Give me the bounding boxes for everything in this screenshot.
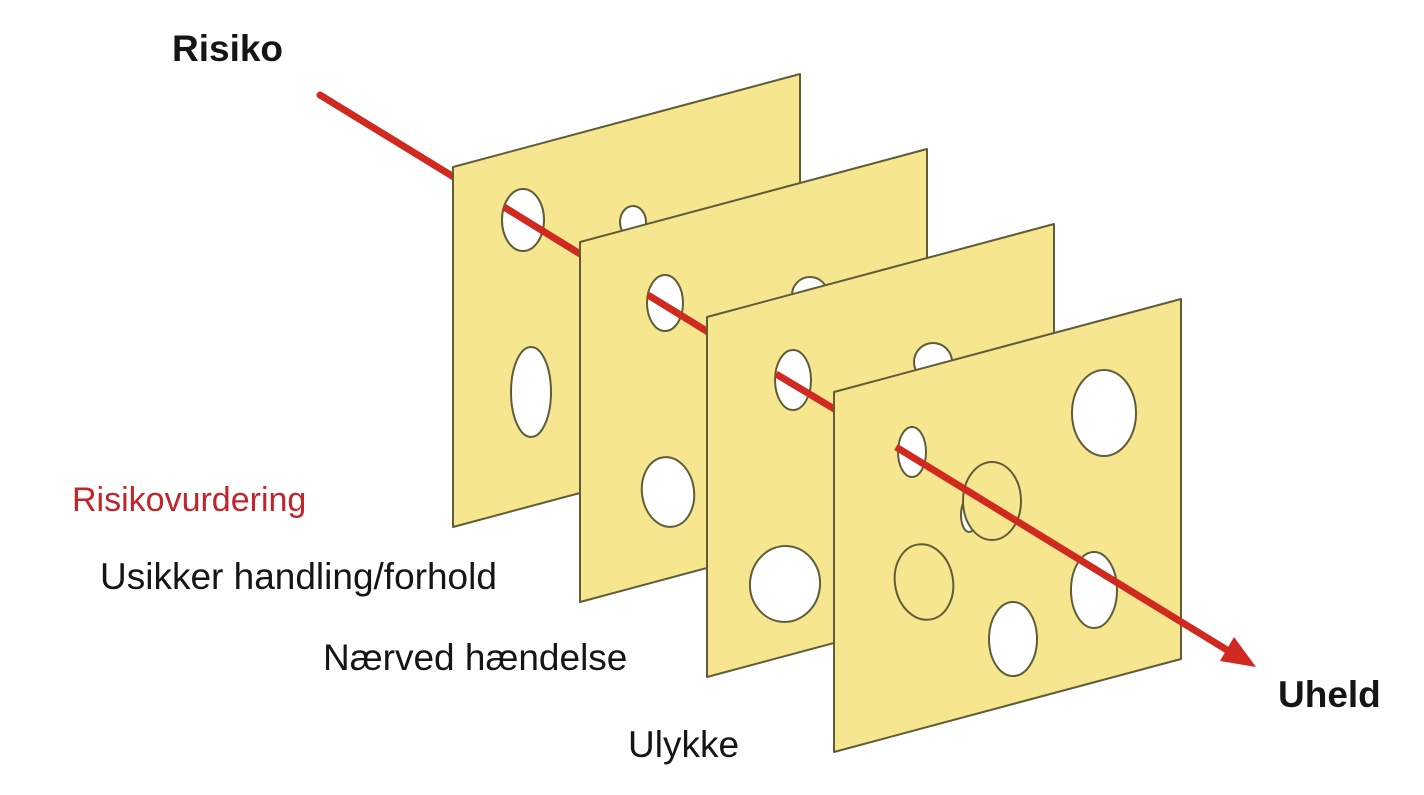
cheese-hole bbox=[1071, 369, 1137, 457]
risk-arrow-segment bbox=[502, 204, 587, 260]
risk-arrow-segment-start bbox=[316, 91, 461, 183]
cheese-hole bbox=[774, 349, 812, 411]
layer-label-usikker-handling: Usikker handling/forhold bbox=[100, 556, 497, 597]
layer-label-risikovurdering: Risikovurdering bbox=[72, 481, 307, 519]
risk-start-label: Risiko bbox=[172, 28, 284, 69]
cheese-dimple bbox=[893, 543, 955, 621]
cheese-hole bbox=[748, 545, 822, 623]
risk-arrow-head-icon bbox=[1220, 637, 1256, 667]
cheese-hole bbox=[1070, 551, 1118, 629]
cheese-hole bbox=[510, 346, 552, 438]
cheese-slice-4 bbox=[833, 298, 1182, 753]
cheese-hole bbox=[640, 456, 696, 528]
layer-label-naerved-haendelse: Nærved hændelse bbox=[323, 637, 628, 678]
risk-arrow-segment-end bbox=[894, 444, 1229, 653]
layer-label-ulykke: Ulykke bbox=[628, 724, 740, 765]
cheese-dimple bbox=[962, 461, 1022, 541]
outcome-label: Uheld bbox=[1278, 674, 1381, 715]
risk-arrow-segment bbox=[646, 292, 715, 338]
cheese-hole bbox=[988, 601, 1038, 677]
risk-arrow-segment bbox=[774, 370, 843, 417]
